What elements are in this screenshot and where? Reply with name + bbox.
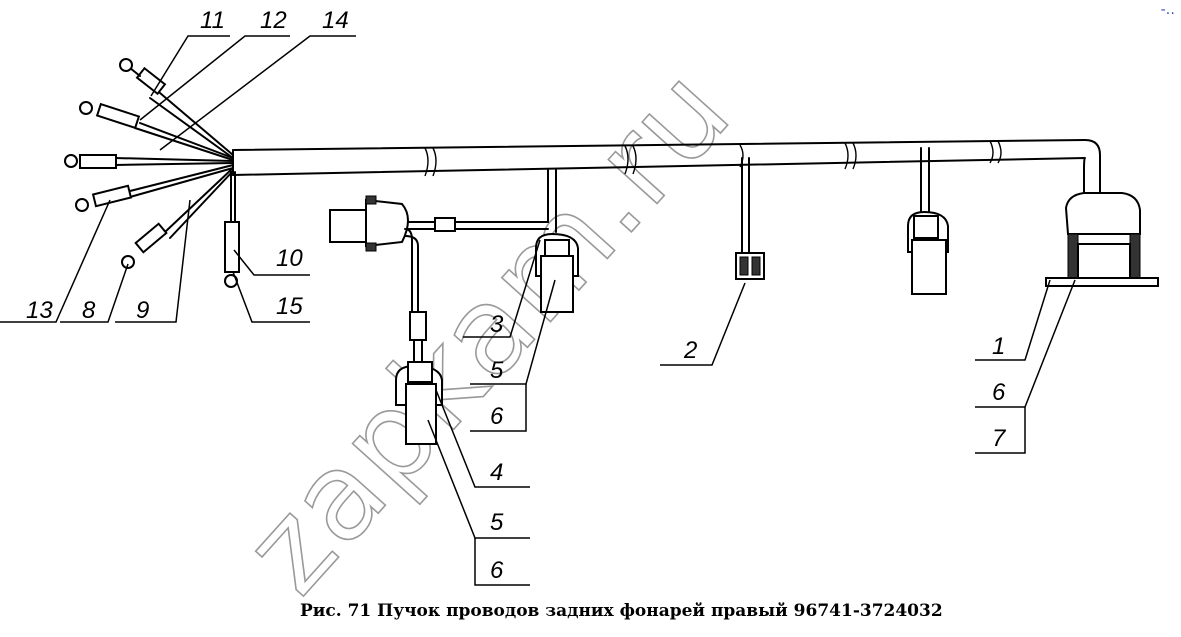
branch-connector-4	[395, 228, 443, 445]
branch-connector-3	[329, 169, 579, 313]
wire-15	[224, 171, 240, 288]
callout-9: 9	[136, 297, 149, 324]
ring-terminal-icon	[79, 101, 93, 115]
callout-1: 1	[992, 333, 1005, 360]
callout-14: 14	[322, 7, 349, 34]
callout-5b: 5	[490, 509, 504, 536]
ring-terminal-icon	[75, 198, 89, 212]
callout-6c: 6	[992, 379, 1006, 406]
branch-connector-mid	[907, 147, 949, 295]
ring-terminal-icon	[64, 154, 78, 168]
ring-terminal-icon	[119, 58, 133, 72]
wire-13	[75, 164, 234, 212]
grommet-assembly	[1045, 192, 1159, 287]
corner-mark: -‥	[1160, 2, 1175, 18]
branch-connector-2	[735, 157, 765, 280]
callout-13: 13	[26, 297, 53, 324]
callout-leaders	[0, 35, 1076, 586]
callout-5a: 5	[490, 357, 504, 384]
callout-labels: 11 12 14 13 8 9 10 15 3 5 6 4 5 6 2 1 6 …	[26, 7, 1007, 584]
callout-15: 15	[276, 293, 303, 320]
wire-12	[79, 101, 234, 161]
callout-7: 7	[992, 425, 1007, 452]
wire-14	[64, 154, 234, 169]
callout-2: 2	[683, 337, 697, 364]
figure-caption: Рис. 71 Пучок проводов задних фонарей пр…	[300, 601, 943, 621]
callout-6a: 6	[490, 403, 504, 430]
wire-11	[119, 58, 234, 159]
callout-3: 3	[490, 311, 504, 338]
watermark: zapkam.ru	[218, 42, 758, 620]
wire-9	[121, 167, 234, 269]
main-harness	[232, 139, 1101, 194]
ring-terminal-icon	[121, 255, 135, 269]
callout-12: 12	[260, 7, 287, 34]
callout-10: 10	[276, 245, 303, 272]
callout-11: 11	[200, 7, 225, 34]
callout-4: 4	[490, 459, 503, 486]
callout-8: 8	[82, 297, 96, 324]
callout-6b: 6	[490, 557, 504, 584]
